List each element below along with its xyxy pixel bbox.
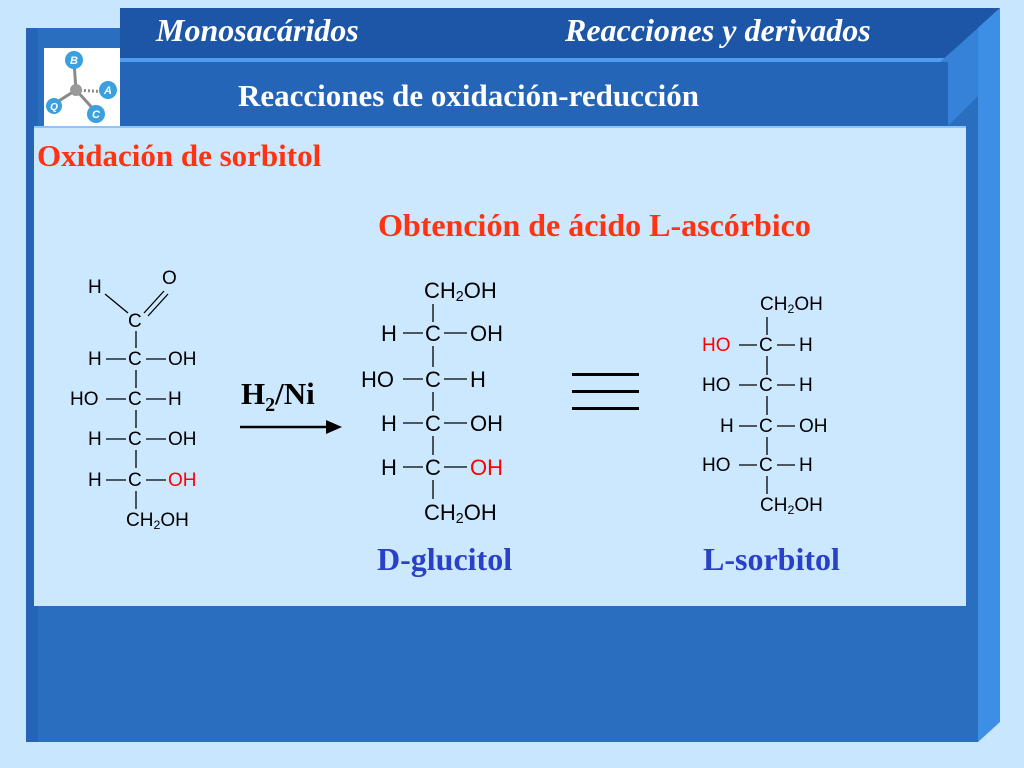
aldose-row4-right-highlight: OH xyxy=(168,470,197,491)
aldose-row4-left: H xyxy=(88,470,102,491)
caption-l-sorbitol: L-sorbitol xyxy=(703,541,840,577)
aldose-row1-right: OH xyxy=(168,349,197,370)
molecule-logo: B A C Q xyxy=(44,48,120,126)
logo-letter-a: A xyxy=(103,85,112,97)
sorbitol-row3-left: H xyxy=(720,416,734,437)
glucitol-bottom-group: CH2OH xyxy=(424,500,497,527)
glucitol-row3-left: H xyxy=(381,411,397,436)
aldose-row1-c: C xyxy=(128,349,142,370)
sorbitol-top-group: CH2OH xyxy=(760,294,823,316)
aldose-row2-c: C xyxy=(128,389,142,410)
aldose-c1: C xyxy=(128,311,142,332)
header-subtitle: Reacciones de oxidación-reducción xyxy=(238,78,699,113)
reagent-label: H2/Ni xyxy=(241,376,315,417)
glucitol-row2-c: C xyxy=(425,367,441,392)
glucitol-row4-left: H xyxy=(381,455,397,480)
glucitol-row4-c: C xyxy=(425,455,441,480)
sorbitol-row1-c: C xyxy=(759,335,773,356)
header-section-title: Monosacáridos xyxy=(156,12,359,48)
glucitol-top-group: CH2OH xyxy=(424,278,497,305)
glucitol-row1-left: H xyxy=(381,321,397,346)
glucitol-row2-right: H xyxy=(470,367,486,392)
reagent-main: H xyxy=(241,376,266,411)
reagent-subscript: 2 xyxy=(265,394,276,417)
aldose-row3-c: C xyxy=(128,429,142,450)
sorbitol-row1-right: H xyxy=(799,335,813,356)
logo-letter-c: C xyxy=(92,109,101,121)
aldose-h-label: H xyxy=(88,277,102,298)
sorbitol-row1-left-highlight: HO xyxy=(702,335,731,356)
content-subtitle: Obtención de ácido L-ascórbico xyxy=(378,207,811,243)
aldose-row2-left: HO xyxy=(70,389,99,410)
aldose-row3-left: H xyxy=(88,429,102,450)
sorbitol-bottom-group: CH2OH xyxy=(760,495,823,517)
sorbitol-row3-c: C xyxy=(759,416,773,437)
logo-letter-q: Q xyxy=(50,102,58,113)
sorbitol-row2-left: HO xyxy=(702,375,731,396)
glucitol-row4-right-highlight: OH xyxy=(470,455,503,480)
aldose-row2-right: H xyxy=(168,389,182,410)
aldose-bottom-group: CH2OH xyxy=(126,510,189,532)
caption-d-glucitol: D-glucitol xyxy=(377,541,513,577)
aldose-row4-c: C xyxy=(128,470,142,491)
header-topic-title: Reacciones y derivados xyxy=(565,12,871,48)
sorbitol-row2-right: H xyxy=(799,375,813,396)
logo-letter-b: B xyxy=(70,55,78,67)
sorbitol-row3-right: OH xyxy=(799,416,828,437)
glucitol-row2-left: HO xyxy=(361,367,394,392)
sorbitol-row4-right: H xyxy=(799,455,813,476)
reagent-rest: /Ni xyxy=(275,376,315,411)
sorbitol-row2-c: C xyxy=(759,375,773,396)
glucitol-row1-right: OH xyxy=(470,321,503,346)
sorbitol-row4-c: C xyxy=(759,455,773,476)
aldose-row3-right: OH xyxy=(168,429,197,450)
glucitol-row3-right: OH xyxy=(470,411,503,436)
sorbitol-row4-left: HO xyxy=(702,455,731,476)
glucitol-row1-c: C xyxy=(425,321,441,346)
aldose-o-label: O xyxy=(162,268,177,289)
glucitol-row3-c: C xyxy=(425,411,441,436)
aldose-row1-left: H xyxy=(88,349,102,370)
content-title: Oxidación de sorbitol xyxy=(37,138,322,173)
